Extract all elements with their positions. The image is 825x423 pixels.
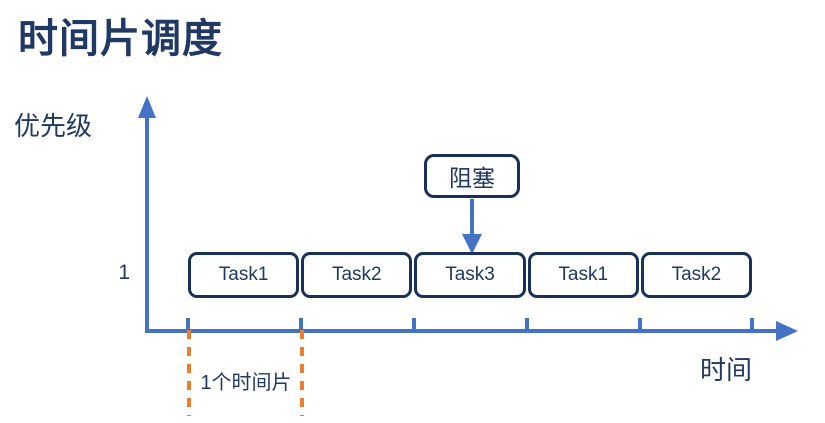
y-axis-tick-label: 1 [118,261,130,284]
task-timeline: Task1 Task2 Task3 Task1 Task2 [188,252,753,298]
blocked-arrow-head [462,234,482,254]
task-box[interactable]: Task3 [414,252,526,298]
task-box-label: Task2 [671,264,722,285]
task-box-label: Task1 [558,264,609,285]
task-box[interactable]: Task1 [527,252,639,298]
task-box-label: Task1 [218,264,269,285]
page-title: 时间片调度 [18,17,223,61]
task-box[interactable]: Task1 [188,252,300,298]
y-axis-arrowhead [138,96,156,118]
blocked-callout[interactable]: 阻塞 [424,154,520,198]
x-axis-label: 时间 [700,355,753,385]
time-slice-label: 1个时间片 [200,372,292,394]
task-box[interactable]: Task2 [301,252,413,298]
blocked-callout-label: 阻塞 [449,165,495,191]
task-box[interactable]: Task2 [640,252,753,298]
y-axis-label: 优先级 [14,111,93,141]
task-box-label: Task2 [331,264,382,285]
x-axis-arrowhead [776,321,798,341]
task-box-label: Task3 [445,264,495,285]
